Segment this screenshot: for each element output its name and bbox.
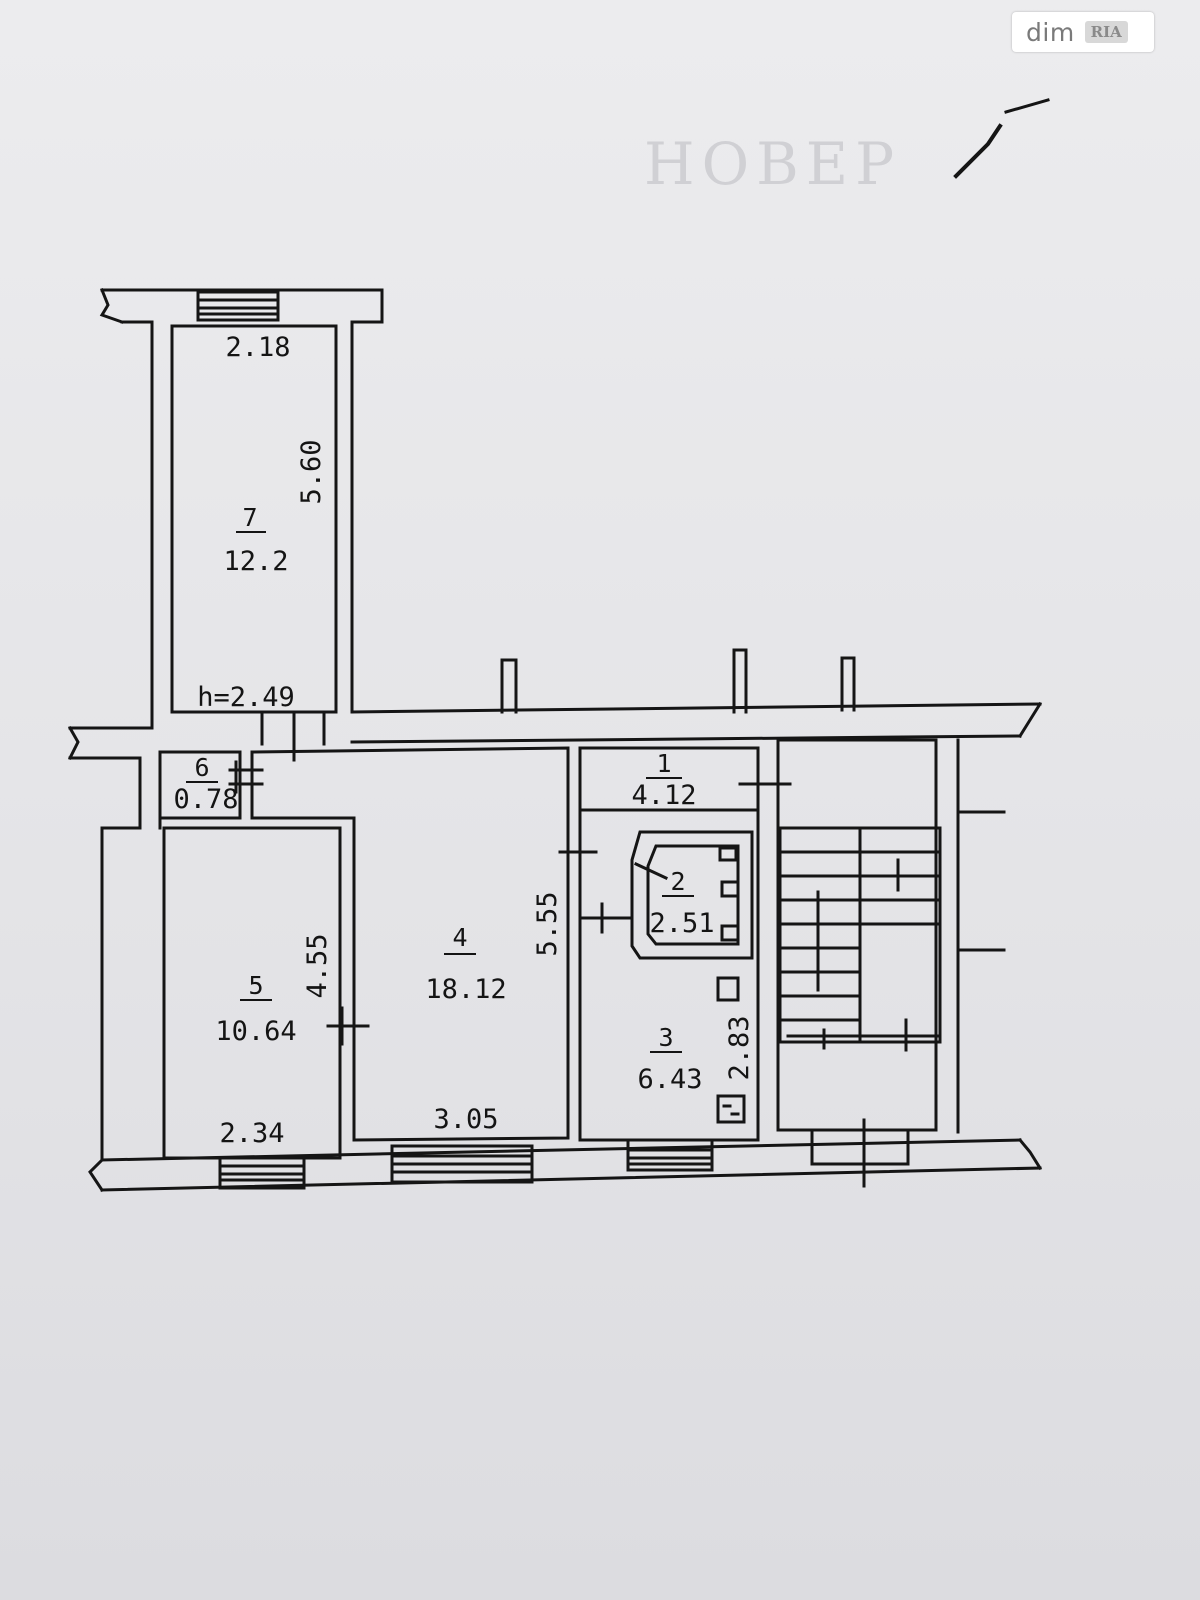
room-5-number: 5 [248,971,263,1000]
room-2-number: 2 [670,867,685,896]
wall-stubs [500,648,856,714]
room-5-label: 5 10.64 [215,971,296,1047]
pen-mark-2 [953,123,1003,179]
room-3-label: 3 6.43 [637,1023,702,1095]
room-5-width-dimension: 2.34 [219,1118,284,1149]
room-4-walls [250,710,598,1184]
room-4-label: 4 18.12 [425,923,506,1005]
room-4-width-dimension: 3.05 [433,1104,498,1135]
room-3-area: 6.43 [637,1064,702,1095]
room-2-label: 2 2.51 [649,867,714,939]
room-1-area: 4.12 [631,780,696,811]
ceiling-height: h=2.49 [197,682,295,713]
room-4-number: 4 [452,923,467,952]
watermark-brand: dim [1026,17,1075,47]
faded-stamp: НОВЕР [644,130,902,198]
pen-mark [1004,98,1050,114]
room-6-label: 6 0.78 [173,753,238,815]
room-5-length-dimension: 4.55 [302,933,333,998]
room-7-width-dimension: 2.18 [225,332,290,363]
room-1-number: 1 [656,749,671,778]
room-7-walls [99,288,384,714]
rooms-1-2-3-walls [578,746,792,1172]
watermark-badge: RIA [1084,21,1128,43]
stairwell [776,738,1006,1188]
room-6-area: 0.78 [173,784,238,815]
room-7-length-dimension: 5.60 [296,439,327,504]
room-4-length-dimension: 5.55 [532,891,563,956]
room-1-label: 1 4.12 [631,749,696,811]
room-7-number: 7 [242,503,257,532]
room-2-area: 2.51 [649,908,714,939]
room-5-area: 10.64 [215,1016,296,1047]
room-3-length-dimension: 2.83 [724,1015,755,1080]
room-4-area: 18.12 [425,974,506,1005]
room-6-number: 6 [194,753,209,782]
room-7-area: 12.2 [223,546,288,577]
room-6-walls [158,750,264,820]
room-7-label: 7 12.2 [223,503,288,577]
room-5-walls [162,826,370,1190]
dim-ria-watermark: dim RIA [1012,12,1154,52]
room-3-number: 3 [658,1023,673,1052]
